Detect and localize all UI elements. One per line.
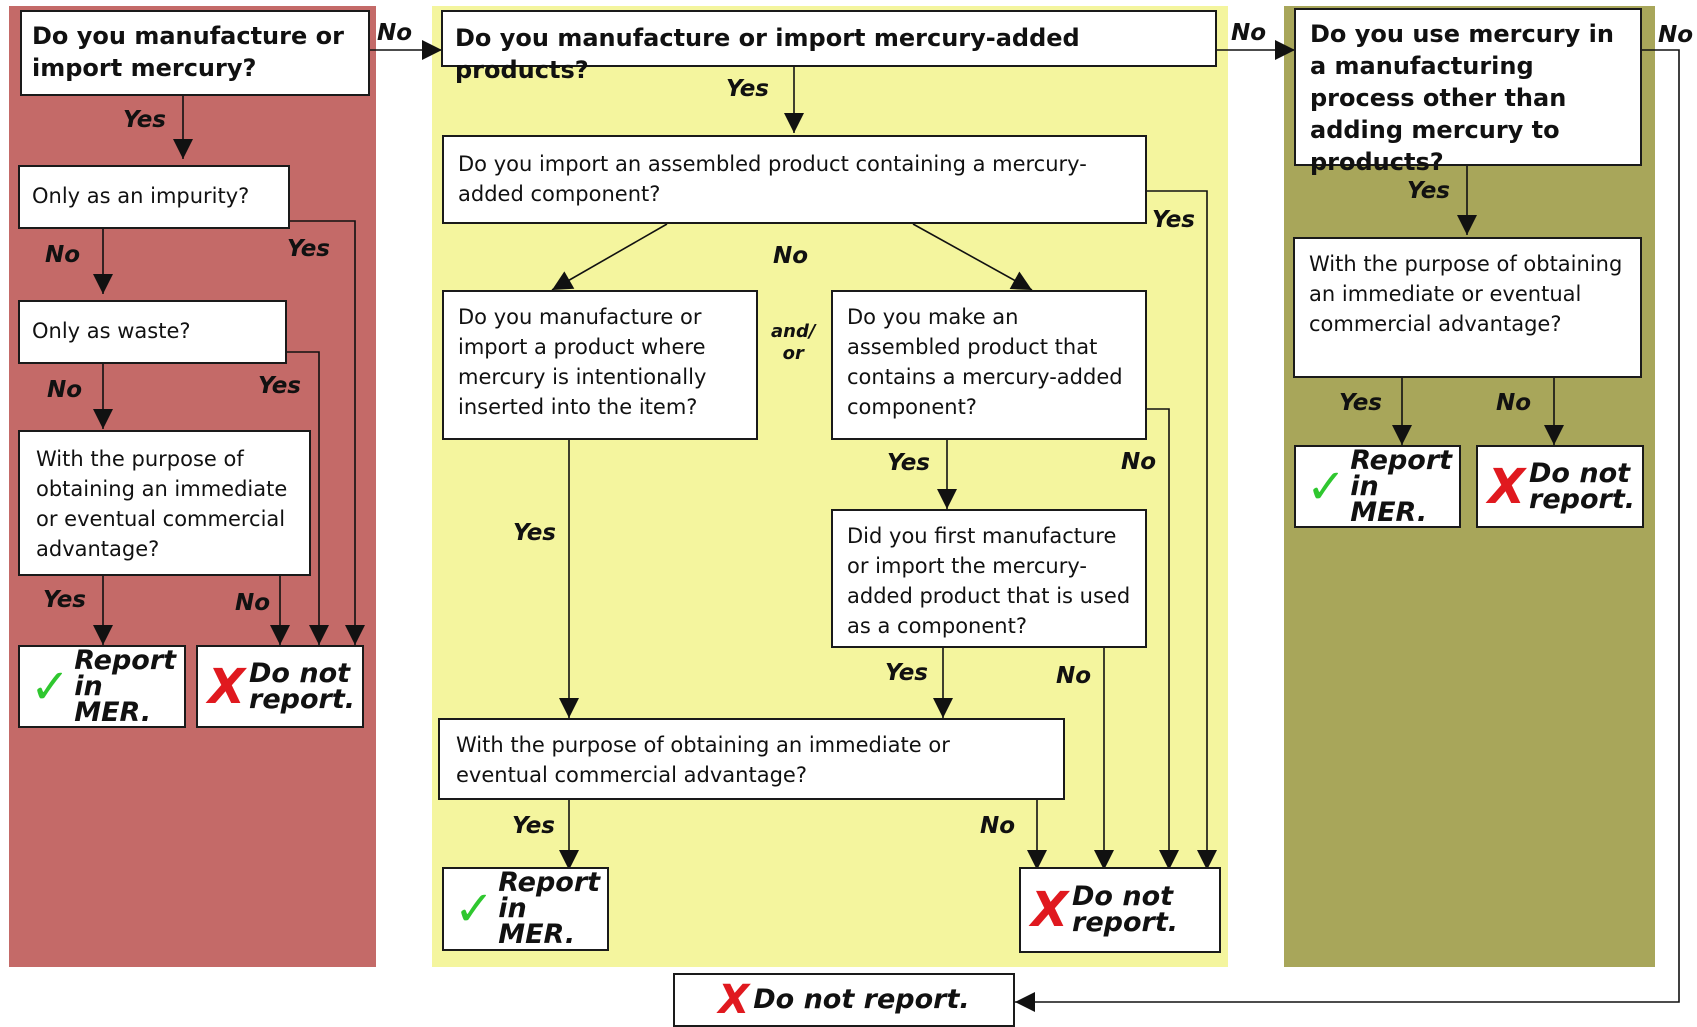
outcome-report-3: ✓ Report in MER. — [1294, 445, 1461, 528]
cross-icon: X — [208, 658, 246, 715]
label-no: No — [47, 377, 83, 403]
label-no: No — [1231, 20, 1267, 46]
outcome-report-label: Report in MER. — [498, 867, 601, 950]
outcome-do-not-report-3: X Do not report. — [1476, 445, 1644, 528]
label-no: No — [235, 590, 271, 616]
question-mercury-manufacturing-process: Do you use mercury in a manufacturing pr… — [1294, 8, 1642, 176]
outcome-do-not-report-1: X Do not report. — [196, 645, 364, 728]
cross-icon: X — [718, 977, 750, 1023]
question-mercury-added-products: Do you manufacture or import mercury-add… — [441, 10, 1217, 84]
question-commercial-advantage-1: With the purpose of obtaining an immedia… — [18, 430, 311, 576]
outcome-do-not-report-bottom: X Do not report. — [673, 973, 1015, 1027]
label-yes: Yes — [885, 660, 928, 686]
label-yes: Yes — [512, 813, 555, 839]
check-icon: ✓ — [30, 658, 71, 715]
label-yes: Yes — [1152, 207, 1195, 233]
check-icon: ✓ — [1306, 458, 1347, 515]
question-first-manufacture-component: Did you first manufacture or import the … — [831, 509, 1147, 648]
outcome-report-2: ✓ Report in MER. — [442, 867, 609, 951]
label-no: No — [980, 813, 1016, 839]
question-make-assembled-product: Do you make an assembled product that co… — [831, 290, 1147, 440]
outcome-report-label: Report in MER. — [1350, 444, 1453, 528]
outcome-do-not-report-2: X Do not report. — [1019, 867, 1221, 953]
label-yes: Yes — [726, 76, 769, 102]
label-yes: Yes — [1407, 178, 1450, 204]
label-yes: Yes — [287, 236, 330, 262]
label-yes: Yes — [258, 373, 301, 399]
outcome-report-label: Report in MER. — [74, 644, 177, 728]
label-yes: Yes — [1339, 390, 1382, 416]
question-mercury-intentionally-inserted: Do you manufacture or import a product w… — [442, 290, 758, 440]
label-no: No — [45, 242, 81, 268]
label-no: No — [377, 20, 413, 46]
question-only-waste: Only as waste? — [18, 300, 287, 364]
outcome-do-not-report-label: Do not report. — [1072, 881, 1178, 938]
label-no: No — [1056, 663, 1092, 689]
question-only-impurity: Only as an impurity? — [18, 165, 290, 229]
question-commercial-advantage-2: With the purpose of obtaining an immedia… — [438, 718, 1065, 800]
label-yes: Yes — [513, 520, 556, 546]
outcome-do-not-report-label: Do not report. — [1529, 457, 1635, 515]
label-yes: Yes — [43, 587, 86, 613]
question-import-assembled-product: Do you import an assembled product conta… — [442, 135, 1147, 224]
cross-icon: X — [1488, 458, 1526, 515]
cross-icon: X — [1031, 882, 1069, 938]
label-no: No — [773, 243, 809, 269]
label-no: No — [1496, 390, 1532, 416]
label-no: No — [1658, 22, 1694, 48]
question-commercial-advantage-3: With the purpose of obtaining an immedia… — [1293, 237, 1642, 378]
label-no: No — [1121, 449, 1157, 475]
outcome-report-1: ✓ Report in MER. — [18, 645, 186, 728]
label-and-or: and/ or — [771, 321, 816, 364]
outcome-do-not-report-label: Do not report. — [753, 984, 970, 1015]
question-manufacture-import-mercury: Do you manufacture or import mercury? — [20, 10, 370, 96]
label-yes: Yes — [887, 450, 930, 476]
check-icon: ✓ — [454, 881, 495, 937]
label-yes: Yes — [123, 107, 166, 133]
outcome-do-not-report-label: Do not report. — [249, 657, 355, 715]
